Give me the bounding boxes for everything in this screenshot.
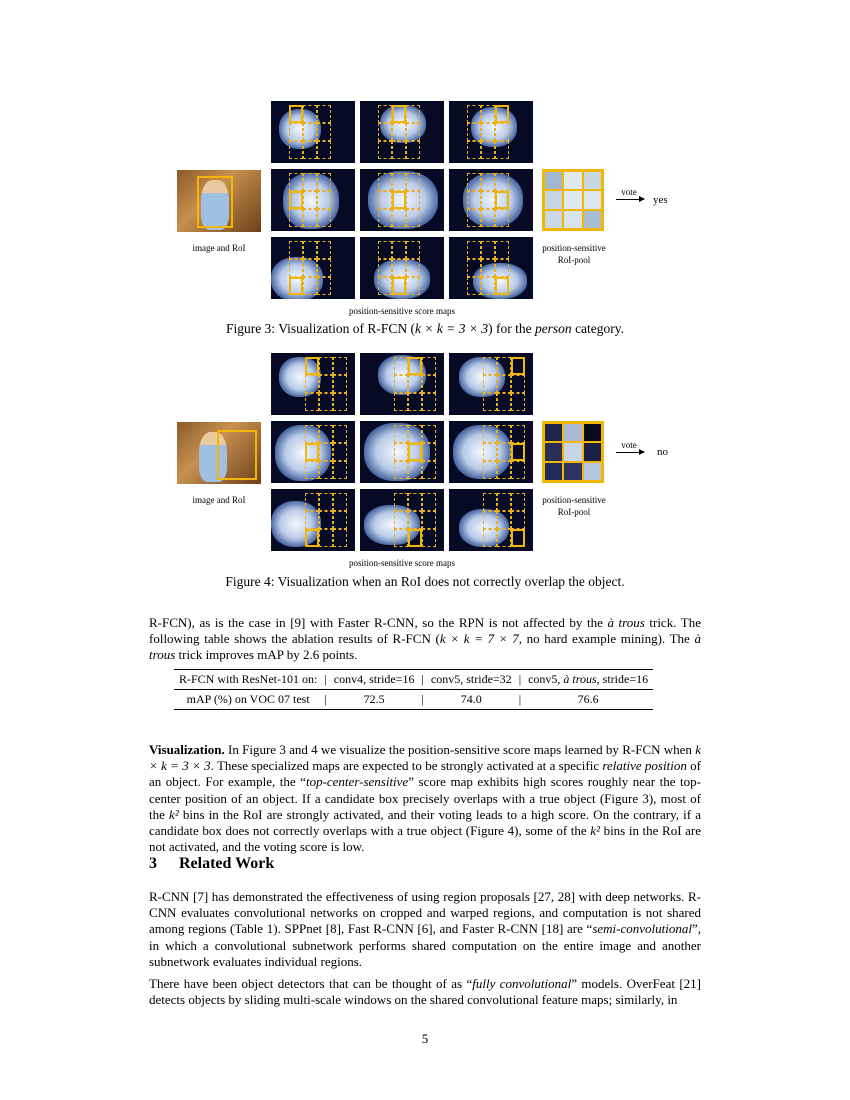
score-map [360, 489, 444, 551]
active-bin [408, 443, 422, 461]
pool-bin [544, 171, 564, 191]
pool-label-line1: position-sensitive [542, 243, 606, 253]
score-map [271, 101, 355, 163]
input-image-baby [177, 422, 261, 484]
score-map [360, 421, 444, 483]
table-row: mAP (%) on VOC 07 test | 72.5 | 74.0 | 7… [174, 689, 654, 710]
score-map [449, 101, 533, 163]
roi-box [217, 430, 257, 480]
table-header-cell: conv4, stride=16 [328, 669, 420, 690]
vote-result: yes [653, 194, 668, 206]
baby-figure [199, 432, 227, 482]
score-map [449, 353, 533, 415]
active-bin [305, 443, 319, 461]
active-bin [305, 529, 319, 547]
table-row-label: mAP (%) on VOC 07 test [174, 689, 323, 710]
figure-4-caption: Figure 4: Visualization when an RoI does… [225, 574, 625, 589]
active-bin [392, 105, 406, 123]
active-bin [305, 357, 319, 375]
active-bin [408, 529, 422, 547]
active-bin [392, 277, 406, 295]
pool-bin [563, 423, 583, 443]
page-number: 5 [421, 1031, 429, 1046]
active-bin [289, 191, 303, 209]
pooled-grid [542, 169, 604, 231]
table-cell: 74.0 [425, 689, 517, 710]
pool-bin [544, 461, 564, 481]
active-bin [495, 105, 509, 123]
arrow-icon [616, 449, 645, 455]
pool-bin [582, 423, 602, 443]
pool-bin [563, 209, 583, 229]
score-map [360, 101, 444, 163]
pool-bin [544, 442, 564, 462]
paragraph: R-CNN [7] has demonstrated the effective… [149, 889, 701, 969]
related-work-text: R-CNN [7] has demonstrated the effective… [149, 889, 701, 1014]
paragraph: There have been object detectors that ca… [149, 976, 702, 1008]
table-cell: 76.6 [523, 689, 654, 710]
pool-bin [582, 171, 602, 191]
visualization-paragraph: Visualization. In Figure 3 and 4 we visu… [149, 742, 701, 855]
pool-bin [582, 461, 602, 481]
score-map [271, 489, 355, 551]
intro-paragraph: R-FCN), as is the case in [9] with Faste… [149, 615, 702, 663]
score-map [360, 169, 444, 231]
score-map [449, 169, 533, 231]
active-bin [495, 277, 509, 295]
active-bin [289, 277, 303, 295]
score-map [271, 421, 355, 483]
active-bin [511, 529, 525, 547]
active-bin [511, 443, 525, 461]
score-map [449, 489, 533, 551]
score-map [271, 237, 355, 299]
active-bin [511, 357, 525, 375]
vote-result: no [657, 446, 668, 458]
active-bin [495, 191, 509, 209]
pool-bin [582, 442, 602, 462]
pool-bin [563, 190, 583, 210]
pool-label-line2: RoI-pool [557, 507, 591, 517]
image-label: image and RoI [192, 243, 246, 253]
table-header-cell: conv5, stride=32 [425, 669, 517, 690]
ablation-table: R-FCN with ResNet-101 on: | conv4, strid… [174, 669, 654, 710]
vote-label: vote [621, 187, 637, 197]
score-map [360, 237, 444, 299]
active-bin [408, 357, 422, 375]
pool-bin [563, 461, 583, 481]
pool-label-line2: RoI-pool [557, 255, 591, 265]
pool-bin [563, 171, 583, 191]
arrow-icon [616, 196, 645, 202]
figure-3-caption: Figure 3: Visualization of R-FCN (k × k … [225, 321, 625, 336]
roi-box [197, 176, 233, 228]
score-map [360, 353, 444, 415]
table-header-row: R-FCN with ResNet-101 on: | conv4, strid… [174, 669, 654, 690]
image-label: image and RoI [192, 495, 246, 505]
score-maps-label: position-sensitive score maps [349, 558, 455, 568]
table-header-cell: R-FCN with ResNet-101 on: [174, 669, 323, 690]
pool-bin [582, 190, 602, 210]
score-map [449, 421, 533, 483]
active-bin [289, 105, 303, 123]
score-map [271, 169, 355, 231]
active-bin [392, 191, 406, 209]
pool-label-line1: position-sensitive [542, 495, 606, 505]
input-image-baby [177, 170, 261, 232]
score-map [449, 237, 533, 299]
score-map [271, 353, 355, 415]
pool-bin [563, 442, 583, 462]
pool-bin [544, 209, 564, 229]
baby-figure [201, 180, 229, 230]
table-cell: 72.5 [328, 689, 420, 710]
score-maps-label: position-sensitive score maps [349, 306, 455, 316]
pooled-grid [542, 421, 604, 483]
table-header-cell: conv5, à trous, stride=16 [523, 669, 654, 690]
vote-label: vote [621, 440, 637, 450]
pool-bin [582, 209, 602, 229]
pool-bin [544, 423, 564, 443]
pool-bin [544, 190, 564, 210]
